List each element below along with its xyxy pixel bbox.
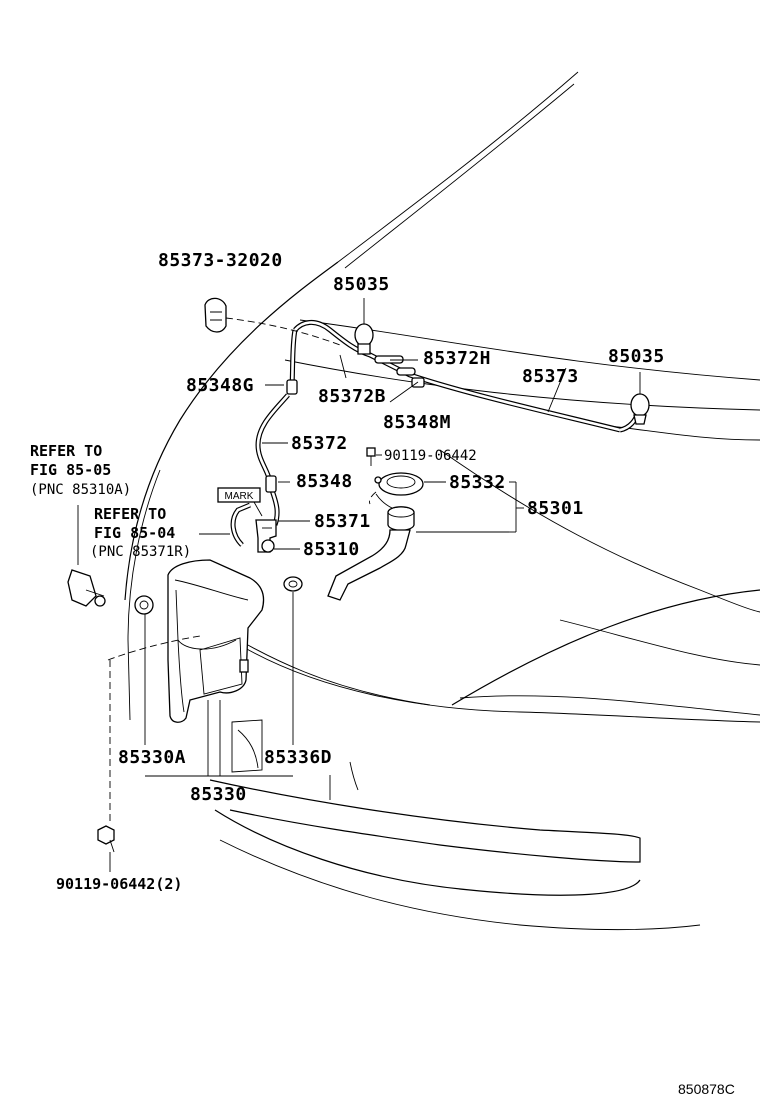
washer-tank-85330 — [167, 559, 265, 723]
ref2-line1: REFER TO — [94, 505, 166, 523]
part-labels: 85373-32020 85035 85372H 85035 85373 853… — [56, 250, 665, 893]
ref2-line2: FIG 85-04 — [94, 524, 175, 542]
label-85332: 85332 — [449, 472, 506, 493]
hose-85371 — [230, 502, 251, 547]
label-85348G: 85348G — [186, 375, 254, 396]
label-85372B: 85372B — [318, 386, 386, 407]
label-90119-06442-x2: 90119-06442(2) — [56, 875, 182, 893]
label-85348M: 85348M — [383, 412, 451, 433]
label-85373: 85373 — [522, 366, 579, 387]
ref1-line3: (PNC 85310A) — [30, 482, 131, 498]
joint-85348G — [286, 379, 298, 395]
reference-note-85-05: REFER TO FIG 85-05 (PNC 85310A) — [30, 442, 131, 498]
washer-hoses — [255, 320, 641, 526]
label-85330: 85330 — [190, 784, 247, 805]
ref1-line2: FIG 85-05 — [30, 461, 111, 479]
bolt-90119-06442-upper — [366, 447, 376, 466]
bolt-90119-06442-lower — [97, 825, 115, 853]
mark-box: MARK — [217, 487, 263, 517]
ref1-line1: REFER TO — [30, 442, 102, 460]
leader-lines — [77, 298, 641, 872]
label-85373-32020: 85373-32020 — [158, 250, 283, 271]
nozzle-85035-left — [354, 323, 374, 355]
rear-pump-85310A — [67, 569, 106, 607]
inlet-pipe-85301 — [327, 493, 415, 601]
label-85310: 85310 — [303, 539, 360, 560]
label-85372: 85372 — [291, 433, 348, 454]
label-85348: 85348 — [296, 471, 353, 492]
label-85330A: 85330A — [118, 747, 186, 768]
clip-85373-32020 — [204, 297, 227, 333]
figure-id: 850878C — [678, 1081, 735, 1097]
label-85035-right: 85035 — [608, 346, 665, 367]
pump-85310 — [255, 519, 277, 553]
grommet-85330A — [134, 595, 154, 615]
reference-note-85-04: REFER TO FIG 85-04 (PNC 85371R) — [90, 505, 191, 560]
label-85035-left: 85035 — [333, 274, 390, 295]
mark-text: MARK — [225, 491, 254, 502]
check-valve-85372H — [374, 355, 416, 376]
label-85371: 85371 — [314, 511, 371, 532]
ref2-line3: (PNC 85371R) — [90, 544, 191, 560]
filler-cap-85332 — [374, 472, 424, 496]
label-85372H: 85372H — [423, 348, 491, 369]
label-90119-06442: 90119-06442 — [384, 448, 477, 464]
label-85301: 85301 — [527, 498, 584, 519]
nozzle-85035-right — [630, 393, 650, 425]
joint-85348 — [265, 475, 277, 493]
grommet-85336D — [283, 576, 303, 592]
label-85336D: 85336D — [264, 747, 332, 768]
